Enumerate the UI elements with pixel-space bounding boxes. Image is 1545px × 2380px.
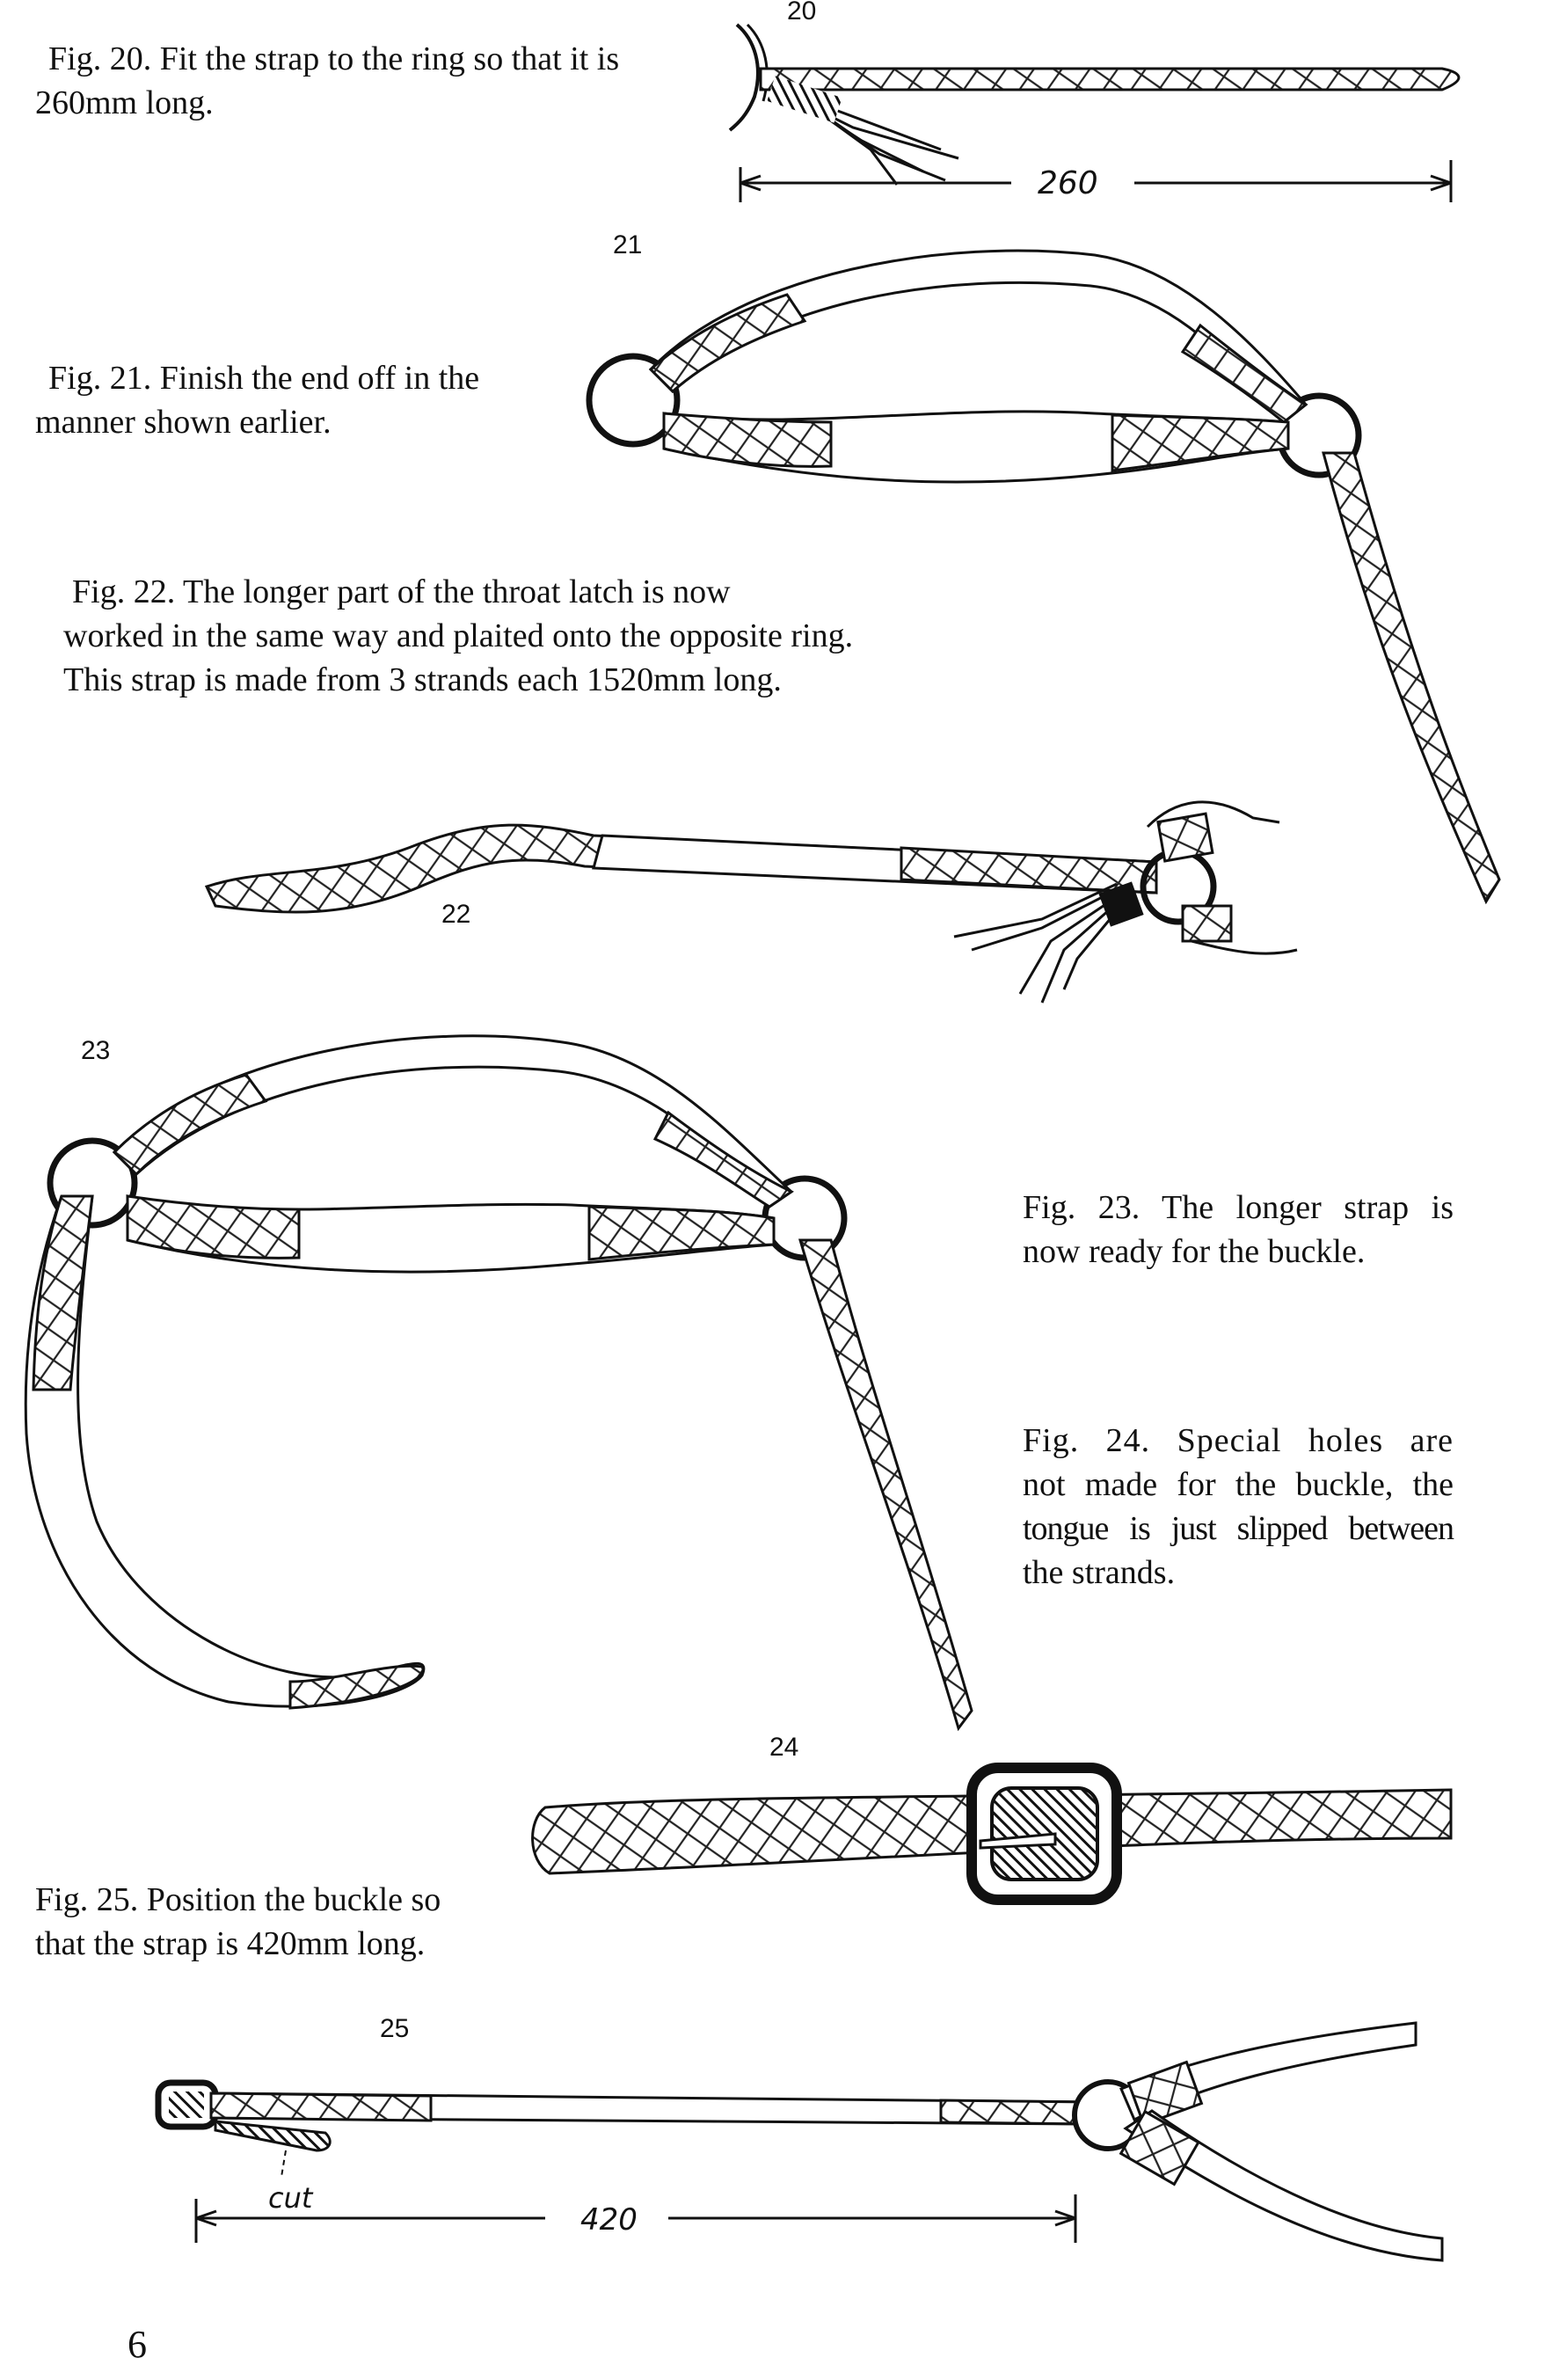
caption-line: Fig. 22. The longer part of the throat l… bbox=[72, 573, 731, 610]
dimension-label: 260 bbox=[1038, 165, 1098, 201]
dimension-label: 420 bbox=[580, 2202, 638, 2238]
caption-line: that the strap is 420mm long. bbox=[35, 1925, 426, 1962]
fig25-caption: Fig. 25. Position the buckle so that the… bbox=[35, 1878, 563, 1966]
fig25-illustration: cut 420 bbox=[155, 2021, 1444, 2262]
buckle bbox=[966, 1763, 1122, 1905]
fig24-illustration bbox=[531, 1763, 1453, 1905]
caption-line: not made for the buckle, the bbox=[1023, 1466, 1454, 1503]
caption-line: worked in the same way and plaited onto … bbox=[63, 617, 854, 654]
fig20-caption: Fig. 20. Fit the strap to the ring so th… bbox=[35, 37, 717, 125]
fig20-illustration: 260 bbox=[728, 23, 1461, 202]
caption-line: Fig. 21. Finish the end off in the bbox=[48, 360, 480, 397]
fig21-number: 21 bbox=[613, 230, 643, 259]
fig25-number: 25 bbox=[380, 2014, 410, 2043]
caption-line: manner shown earlier. bbox=[35, 404, 332, 441]
fig23-caption: Fig. 23. The longer strap is now ready f… bbox=[1023, 1186, 1454, 1274]
fig21-illustration bbox=[586, 249, 1501, 905]
cut-strap-end bbox=[214, 2120, 332, 2152]
strap-tail bbox=[1322, 451, 1501, 905]
caption-line: Fig. 24. Special holes are bbox=[1023, 1422, 1454, 1459]
plaited-strap bbox=[759, 67, 1461, 91]
caption-line: 260mm long. bbox=[35, 84, 214, 121]
caption-line: This strap is made from 3 strands each 1… bbox=[63, 661, 782, 698]
fig21-caption: Fig. 21. Finish the end off in the manne… bbox=[35, 356, 563, 444]
fig22-caption: Fig. 22. The longer part of the throat l… bbox=[63, 570, 995, 702]
caption-line: Fig. 20. Fit the strap to the ring so th… bbox=[48, 40, 620, 77]
caption-line: the strands. bbox=[1023, 1554, 1176, 1591]
caption-line: Fig. 23. The longer strap is bbox=[1023, 1189, 1454, 1226]
fig24-caption: Fig. 24. Special holes are not made for … bbox=[1023, 1419, 1454, 1595]
cut-label: cut bbox=[268, 2181, 314, 2215]
fig22-number: 22 bbox=[441, 900, 471, 929]
fig23-number: 23 bbox=[81, 1036, 111, 1065]
page-number: 6 bbox=[128, 2323, 147, 2366]
fig23-illustration bbox=[24, 1034, 973, 1732]
fig24-number: 24 bbox=[769, 1733, 799, 1762]
caption-line: now ready for the buckle. bbox=[1023, 1233, 1366, 1270]
fig22-illustration bbox=[204, 800, 1298, 1004]
fig20-number: 20 bbox=[787, 0, 817, 26]
caption-line: tongue is just slipped between bbox=[1023, 1510, 1454, 1547]
caption-line: Fig. 25. Position the buckle so bbox=[35, 1881, 441, 1918]
